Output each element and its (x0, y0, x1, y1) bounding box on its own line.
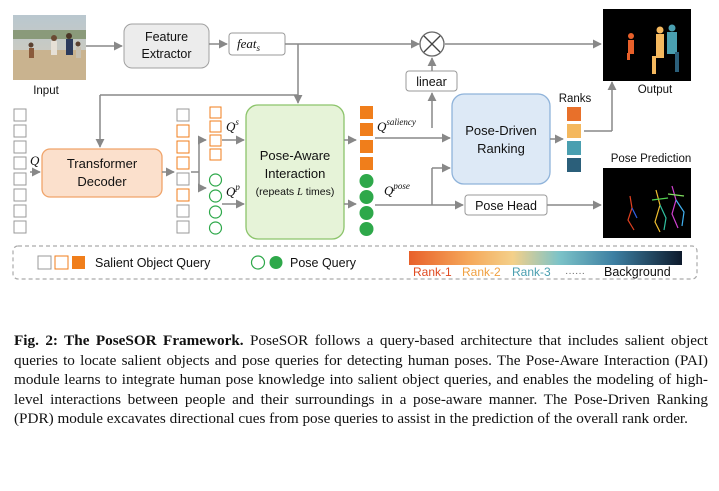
legend-salient-swatches (37, 255, 85, 270)
pose-query-column (208, 173, 223, 235)
legend-pose-swatches (250, 255, 283, 270)
qsaliency-label: Qsaliency (377, 117, 416, 134)
feature-extractor-label-line1: Feature (145, 30, 188, 44)
pose-prediction-image (603, 168, 691, 238)
pdr-label-line1: Pose-Driven (465, 123, 537, 138)
feats-label: feats (237, 36, 261, 53)
legend-box (12, 245, 698, 280)
caption-fig-label: Fig. 2: The PoseSOR Framework. (14, 332, 244, 349)
qpose-label: Qpose (384, 181, 410, 198)
feature-extractor-label-line2: Extractor (141, 47, 191, 61)
query-column-input (13, 108, 27, 234)
pdr-label-line2: Ranking (477, 141, 525, 156)
posesor-diagram: Input Feature Extractor feats linear Q T… (12, 9, 698, 280)
qs-label: Qs (226, 117, 239, 134)
salient-query-column (209, 106, 222, 161)
rank-gradient-bar (409, 251, 682, 265)
pai-label-line1: Pose-Aware (260, 148, 331, 163)
saliency-query-column (360, 106, 373, 170)
rank1-label: Rank-1 (413, 265, 452, 279)
legend-pose-label: Pose Query (290, 256, 357, 270)
rank3-label: Rank-3 (512, 265, 551, 279)
pose-head-label: Pose Head (475, 199, 537, 213)
pose-driven-ranking-box (451, 93, 551, 185)
caption-text: PoseSOR follows a query-based architectu… (14, 332, 709, 428)
qp-label: Qp (226, 182, 240, 199)
input-label: Input (33, 85, 59, 97)
ranks-label: Ranks (559, 93, 592, 105)
feature-extractor-box (123, 23, 210, 69)
pai-label-line3: (repeats L times) (256, 186, 335, 198)
rank2-label: Rank-2 (462, 265, 501, 279)
legend-salient-label: Salient Object Query (95, 256, 211, 270)
rank-dots: ······ (565, 268, 585, 279)
output-saliency-map (603, 9, 691, 81)
background-label: Background (604, 265, 671, 279)
transformer-decoder-box (41, 148, 163, 198)
pose-output-column (359, 174, 374, 236)
pose-prediction-label: Pose Prediction (611, 153, 692, 165)
query-column-decoded (176, 108, 190, 234)
ranks-column (567, 107, 581, 172)
input-image (13, 15, 86, 80)
pose-aware-interaction-box (245, 104, 345, 240)
pai-label-line2: Interaction (265, 166, 326, 181)
transformer-decoder-label-line2: Decoder (77, 174, 127, 189)
output-label: Output (638, 84, 673, 96)
linear-label: linear (416, 75, 447, 89)
q-label: Q (30, 153, 40, 168)
figure-caption: Fig. 2: The PoseSOR Framework. PoseSOR f… (14, 331, 708, 429)
transformer-decoder-label-line1: Transformer (67, 156, 138, 171)
